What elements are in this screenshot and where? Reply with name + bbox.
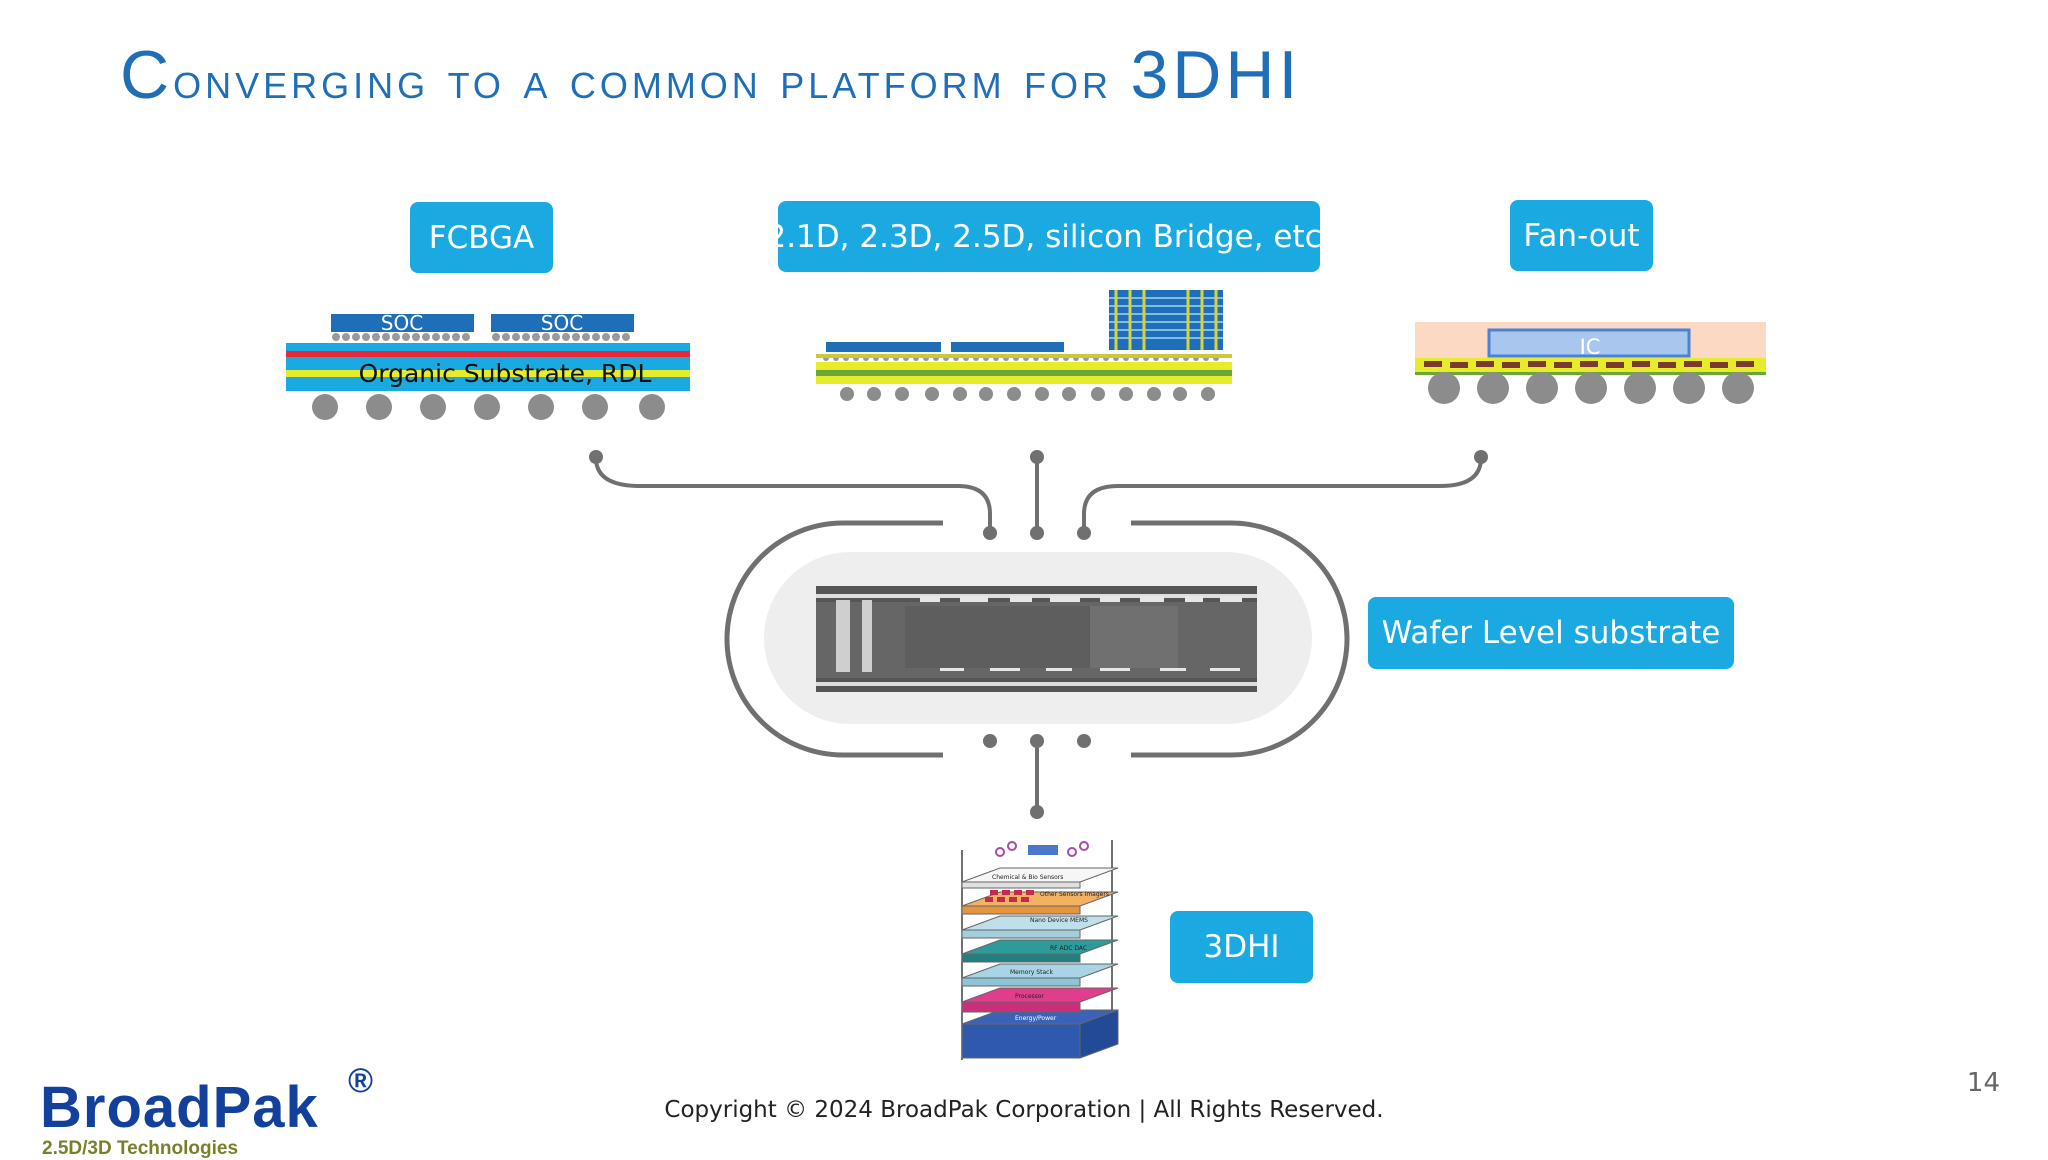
- hbm-stack: [1109, 290, 1223, 350]
- stack-label-processor: Processor: [1015, 993, 1044, 1000]
- connector-fcbga: [594, 457, 992, 532]
- soc-label-2: SOC: [541, 311, 583, 335]
- tag-3dhi: 3DHI: [1170, 911, 1313, 983]
- tag-fanout: Fan-out: [1510, 200, 1653, 271]
- title-text: onverging to a common platform for: [173, 52, 1131, 110]
- interposer-solder-balls: [840, 387, 1215, 401]
- broadpak-logo: BroadPak ® 2.5D/3D Technologies: [40, 1062, 373, 1159]
- ic-die: [1487, 328, 1691, 358]
- fcbga-microbumps: [332, 333, 630, 341]
- copyright-text: Copyright © 2024 BroadPak Corporation | …: [664, 1097, 1384, 1123]
- logo-registered-mark: ®: [348, 1062, 374, 1100]
- wafer-level-capsule: [724, 520, 1350, 758]
- stack-label-mems: Nano Device MEMS: [1030, 917, 1088, 924]
- tag-interposer: 2.1D, 2.3D, 2.5D, silicon Bridge, etc.: [766, 201, 1332, 272]
- interposer-die-2: [951, 342, 1064, 352]
- fanout-solder-balls: [1428, 372, 1754, 404]
- 3dhi-stack: Chemical & Bio Sensors Other Sensors Ima…: [961, 840, 1119, 1060]
- package-substrate: [816, 370, 1232, 376]
- stack-label-bio: Chemical & Bio Sensors: [992, 874, 1063, 881]
- cross-section-image: [816, 586, 1257, 692]
- connectors: [594, 457, 1483, 812]
- interposer-package: [816, 290, 1232, 401]
- stack-label-sensors: Other Sensors Imagers: [1040, 891, 1109, 898]
- rdl-traces: [1424, 361, 1754, 368]
- title-3dhi: 3DHI: [1130, 37, 1302, 113]
- title-initial: C: [120, 37, 174, 113]
- logo-name: BroadPak: [40, 1075, 319, 1140]
- fcbga-package: SOC SOC Organic Substrate, RDL: [286, 311, 690, 420]
- fcbga-solder-balls: [312, 394, 665, 420]
- interposer-layer: [816, 362, 1232, 370]
- stack-label-rf: RF ADC DAC: [1050, 945, 1087, 952]
- soc-die-1: [331, 314, 474, 332]
- tag-fcbga: FCBGA: [410, 202, 553, 273]
- substrate-label: Organic Substrate, RDL: [359, 359, 652, 388]
- connector-fanout: [1082, 457, 1483, 532]
- stack-label-energy: Energy/Power: [1015, 1015, 1057, 1022]
- fanout-package: IC: [1415, 322, 1766, 404]
- page-number: 14: [1966, 1068, 2000, 1098]
- tag-wafer-level-substrate: Wafer Level substrate: [1368, 597, 1734, 669]
- soc-label-1: SOC: [381, 311, 423, 335]
- soc-die-2: [491, 314, 634, 332]
- ic-label: IC: [1580, 335, 1601, 359]
- stack-label-memory: Memory Stack: [1010, 969, 1053, 976]
- interposer-die-1: [826, 342, 941, 352]
- logo-tagline: 2.5D/3D Technologies: [42, 1138, 239, 1159]
- slide-title: Converging to a common platform for 3DHI: [120, 36, 1301, 114]
- connector-dots: [589, 450, 1488, 819]
